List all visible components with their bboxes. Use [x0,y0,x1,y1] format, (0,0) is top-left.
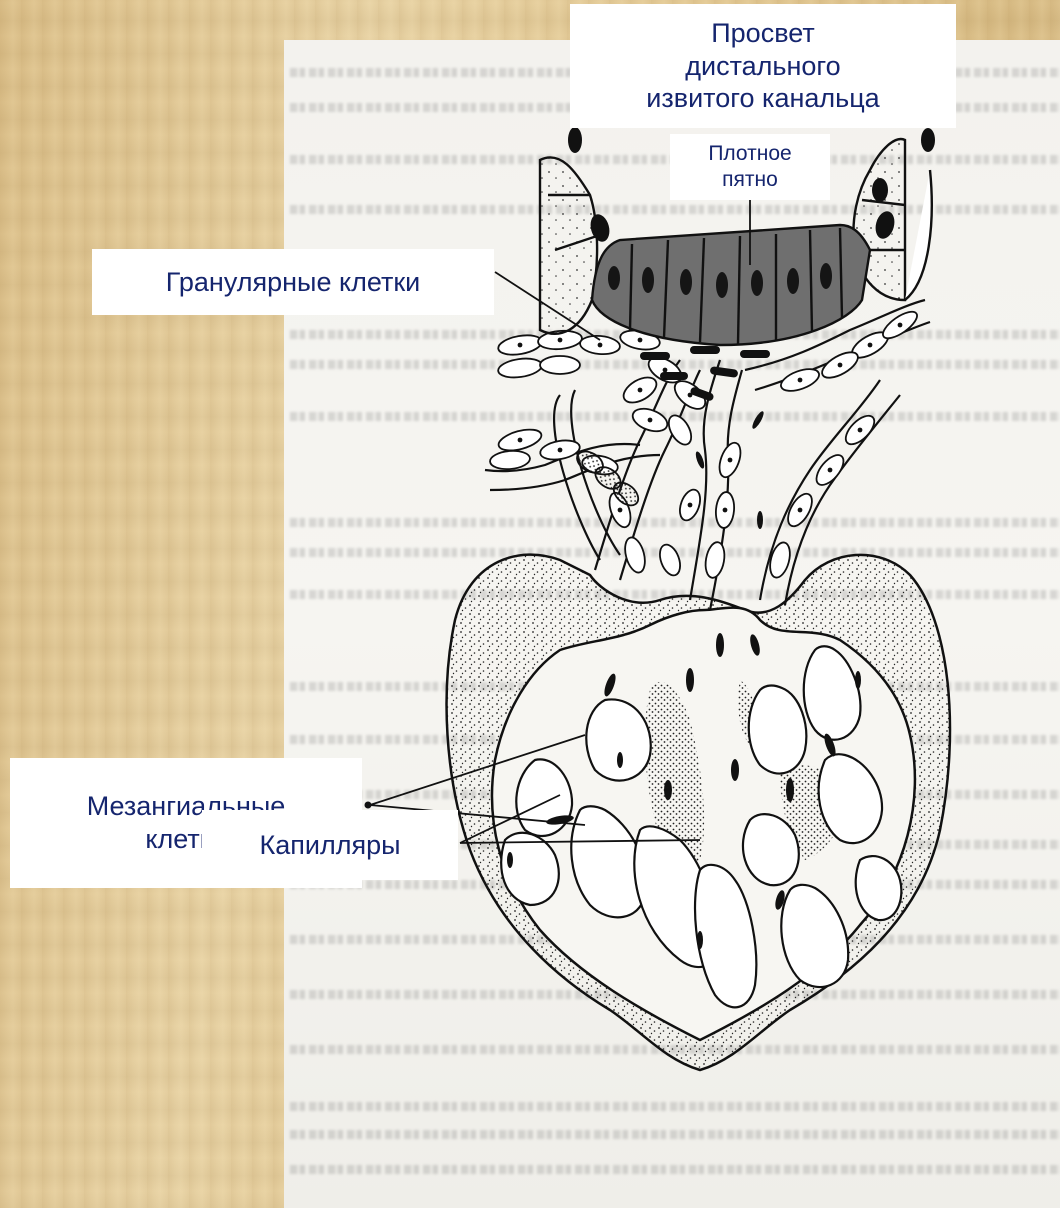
lumen-label-line1: Просвет [646,17,879,50]
capillaries-label-text: Капилляры [260,829,401,862]
macula-densa-label: Плотное пятно [670,134,830,200]
lumen-label-line3: извитого канальца [646,82,879,115]
macula-densa-label-line1: Плотное [708,141,791,167]
granular-cells-label-text: Гранулярные клетки [166,266,420,299]
lumen-label: Просвет дистального извитого канальца [570,4,956,128]
leader-dot [365,802,372,809]
lumen-label-line2: дистального [646,50,879,83]
capillaries-label: Капилляры [202,810,458,880]
granular-cells-label: Гранулярные клетки [92,249,494,315]
macula-densa-label-line2: пятно [708,167,791,193]
